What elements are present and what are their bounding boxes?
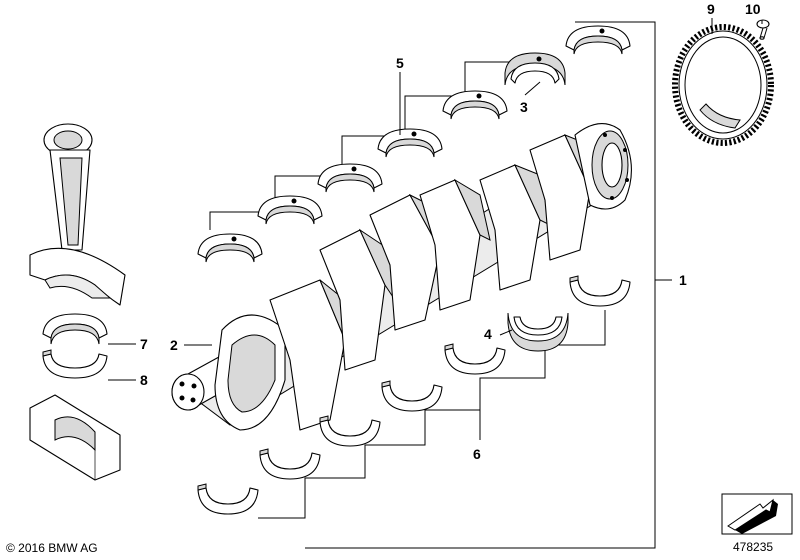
bearing-shell-lower-4 — [381, 380, 443, 412]
bearing-shell-lower-2 — [259, 448, 321, 480]
bearing-shell-lower-1 — [197, 483, 259, 515]
bearing-shell-lower-6 — [569, 275, 631, 307]
upper-bearing-leaders — [209, 61, 530, 230]
bearing-shell-lower-5 — [444, 343, 506, 375]
upper-bearing-shells — [197, 25, 631, 263]
crankshaft — [171, 123, 632, 431]
callout-9: 9 — [707, 1, 715, 17]
diagram-id: 478235 — [733, 540, 774, 554]
crank-throw-4 — [419, 178, 491, 311]
bearing-shell-upper-1 — [197, 233, 263, 263]
callout-labels: 1 2 3 4 5 6 7 8 9 10 — [140, 1, 761, 462]
callout-6: 6 — [473, 446, 481, 462]
assembly-bracket — [305, 21, 672, 549]
callout-leaders — [108, 18, 763, 381]
arrow-icon[interactable] — [721, 493, 793, 535]
conrod-bearing-lower — [42, 349, 108, 379]
ring-gear — [672, 24, 774, 146]
callout-1: 1 — [679, 272, 687, 288]
bearing-shell-lower-thrust — [507, 312, 569, 352]
callout-7: 7 — [140, 336, 148, 352]
callout-5: 5 — [396, 55, 404, 71]
bolt — [756, 19, 770, 40]
bearing-shell-upper-3 — [317, 163, 383, 193]
bearing-shell-upper-6 — [565, 25, 631, 55]
connecting-rod-cap — [29, 394, 121, 481]
connecting-rod — [29, 123, 126, 306]
bearing-shell-upper-thrust — [504, 52, 566, 86]
bearing-shell-upper-4 — [377, 128, 443, 158]
bearing-shell-lower-3 — [319, 415, 381, 447]
copyright-text: © 2016 BMW AG — [6, 541, 98, 555]
callout-8: 8 — [140, 372, 148, 388]
bearing-shell-upper-5 — [442, 90, 508, 120]
conrod-bearing-upper — [42, 313, 108, 345]
crankshaft-rear-flange — [574, 123, 632, 210]
callout-4: 4 — [484, 326, 492, 342]
callout-10: 10 — [745, 1, 761, 17]
callout-2: 2 — [170, 337, 178, 353]
callout-3: 3 — [520, 99, 528, 115]
bearing-shell-upper-2 — [257, 195, 323, 225]
lower-bearing-shells — [197, 275, 631, 515]
